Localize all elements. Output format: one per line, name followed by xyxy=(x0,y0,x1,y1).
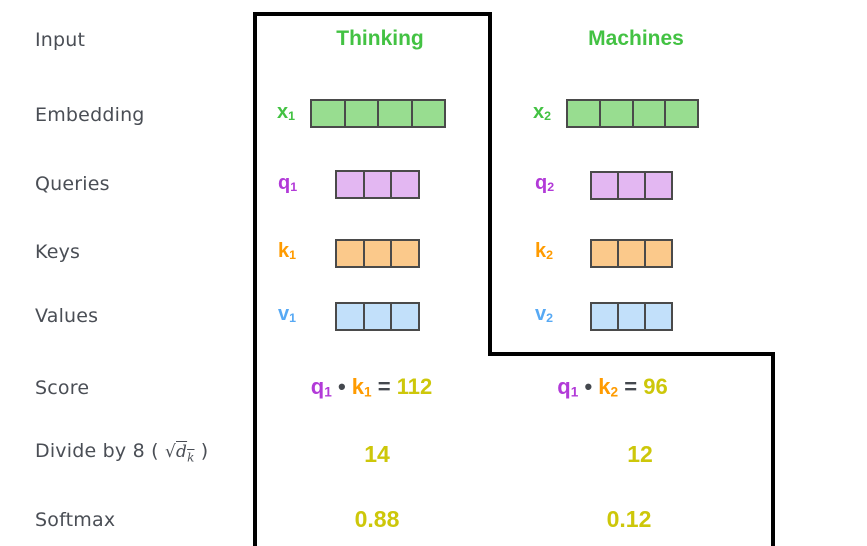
sqrt-var: d xyxy=(176,442,188,462)
v1-base: v xyxy=(278,303,290,325)
row-label-keys: Keys xyxy=(35,241,81,263)
value-v2-vector xyxy=(590,302,673,331)
vector-cell xyxy=(644,241,671,266)
row-label-softmax: Softmax xyxy=(35,509,116,531)
vector-cell xyxy=(617,304,644,329)
vector-cell xyxy=(343,101,377,126)
x2-base: x xyxy=(533,101,545,123)
column-heading-machines: Machines xyxy=(588,27,684,50)
softmax-result-machines: 0.12 xyxy=(606,506,652,532)
vector-cell xyxy=(631,101,665,126)
vector-cell xyxy=(312,101,344,126)
query-q2-vector xyxy=(590,171,673,200)
vector-cell xyxy=(362,241,391,266)
score-q1k1-expression: q1 • k1 = 112 xyxy=(279,374,464,400)
v2-subscript: 2 xyxy=(546,311,554,326)
query-q1-label: q1 xyxy=(278,172,297,195)
frame-path xyxy=(253,12,775,546)
row-label-values: Values xyxy=(35,305,99,327)
q2-base: q xyxy=(535,172,548,194)
vector-cell xyxy=(592,304,617,329)
k1-subscript: 1 xyxy=(289,248,297,263)
divide-result-machines: 12 xyxy=(627,441,653,467)
sqrt-radicand: dk xyxy=(176,442,195,465)
score-q1k2-expression: q1 • k2 = 96 xyxy=(520,374,705,400)
embedding-x2-vector xyxy=(566,99,699,128)
vector-cell xyxy=(617,241,644,266)
divide-result-thinking: 14 xyxy=(364,441,390,467)
dot-operator: • xyxy=(584,374,593,399)
sqrt-dk-expression: √dk xyxy=(164,442,195,465)
k2-base: k xyxy=(535,240,547,262)
x2-subscript: 2 xyxy=(544,109,552,124)
value-v1-vector xyxy=(335,302,420,331)
embedding-x1-vector xyxy=(310,99,446,128)
embedding-x2-label: x2 xyxy=(533,101,551,124)
row-label-score: Score xyxy=(35,377,90,399)
row-label-divide: Divide by 8 ( √dk ) xyxy=(35,440,208,464)
row-label-input: Input xyxy=(35,29,86,51)
vector-cell xyxy=(390,304,419,329)
query-q1-vector xyxy=(335,170,420,199)
vector-cell xyxy=(362,304,391,329)
x1-subscript: 1 xyxy=(288,109,296,124)
k1-base: k xyxy=(278,240,290,262)
score2-q: q1 xyxy=(557,374,579,400)
score2-k: k2 xyxy=(598,374,619,400)
vector-cell xyxy=(592,173,617,198)
value-v1-label: v1 xyxy=(278,303,296,326)
equals-sign: = xyxy=(624,374,638,399)
row-label-queries: Queries xyxy=(35,173,110,195)
vector-cell xyxy=(592,241,617,266)
vector-cell xyxy=(362,172,391,197)
key-k2-label: k2 xyxy=(535,240,553,263)
v2-base: v xyxy=(535,303,547,325)
row-label-embedding: Embedding xyxy=(35,104,145,126)
embedding-x1-label: x1 xyxy=(277,101,295,124)
softmax-result-thinking: 0.88 xyxy=(354,506,400,532)
score2-result: 96 xyxy=(643,374,668,399)
vector-cell xyxy=(337,304,363,329)
score1-q: q1 xyxy=(310,374,332,400)
key-k1-label: k1 xyxy=(278,240,296,263)
vector-cell xyxy=(377,101,411,126)
q2-subscript: 2 xyxy=(547,180,555,195)
score1-result: 112 xyxy=(396,374,433,399)
vector-cell xyxy=(644,304,671,329)
key-k1-vector xyxy=(335,239,420,268)
vector-cell xyxy=(337,241,363,266)
x1-base: x xyxy=(277,101,289,123)
score1-k: k1 xyxy=(351,374,372,400)
vector-cell xyxy=(664,101,697,126)
query-q2-label: q2 xyxy=(535,172,554,195)
key-k2-vector xyxy=(590,239,673,268)
value-v2-label: v2 xyxy=(535,303,553,326)
q1-base: q xyxy=(278,172,291,194)
equals-sign: = xyxy=(377,374,391,399)
v1-subscript: 1 xyxy=(289,311,297,326)
divide-label-prefix: Divide by 8 ( xyxy=(35,440,165,462)
sqrt-var-subscript: k xyxy=(187,450,195,465)
q1-subscript: 1 xyxy=(290,180,298,195)
vector-cell xyxy=(617,173,644,198)
dot-operator: • xyxy=(337,374,346,399)
vector-cell xyxy=(568,101,599,126)
vector-cell xyxy=(337,172,363,197)
divide-label-suffix: ) xyxy=(194,440,209,462)
column-heading-thinking: Thinking xyxy=(336,27,424,50)
vector-cell xyxy=(410,101,444,126)
vector-cell xyxy=(390,241,419,266)
vector-cell xyxy=(598,101,632,126)
k2-subscript: 2 xyxy=(546,248,554,263)
vector-cell xyxy=(644,173,671,198)
sqrt-sign: √ xyxy=(164,442,176,462)
vector-cell xyxy=(390,172,419,197)
